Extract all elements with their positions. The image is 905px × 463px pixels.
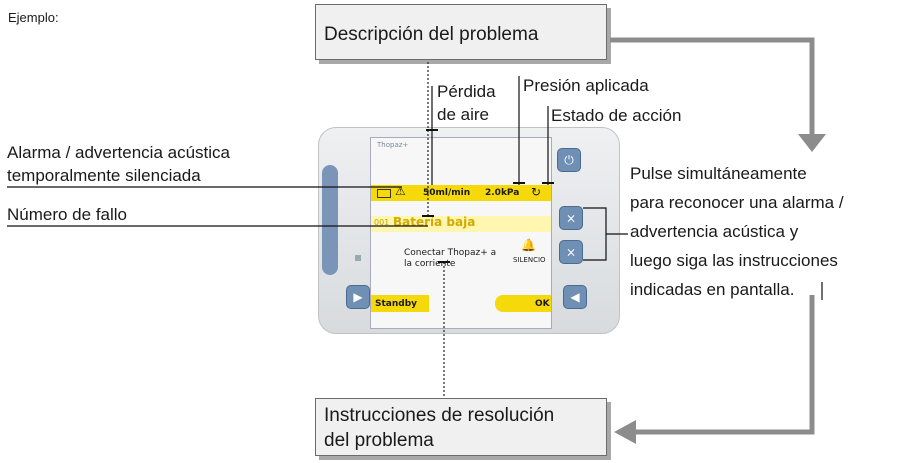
fault-bar: [371, 216, 551, 232]
standby-bar[interactable]: [371, 295, 429, 312]
air-loss-label-line1: Pérdida: [437, 82, 496, 101]
status-bar: [371, 185, 551, 201]
alarm-silenced-label-line2: temporalmente silenciada: [7, 166, 201, 185]
power-button[interactable]: ⏻: [557, 148, 581, 172]
press-instruction-line2: para reconocer una alarma /: [630, 193, 844, 212]
silence-button-top[interactable]: ⨯: [559, 206, 583, 230]
device-indicator-light: [355, 255, 361, 261]
press-instruction-line1: Pulse simultáneamente: [630, 164, 807, 183]
alarm-silenced-label-line1: Alarma / advertencia acústica: [7, 143, 230, 162]
problem-description-box: Descripción del problema: [315, 4, 607, 60]
ok-bar[interactable]: [495, 295, 551, 312]
standby-label[interactable]: Standby: [375, 299, 418, 309]
screen-message-line2: la corriente: [404, 259, 456, 269]
silence-label: SILENCIO: [513, 256, 546, 264]
flow-arrow-top: [610, 37, 815, 138]
ok-label[interactable]: OK: [535, 299, 550, 309]
fault-code: 001: [374, 218, 390, 227]
instructions-text-line1: Instrucciones de resolución: [324, 405, 555, 426]
left-play-button[interactable]: ▶: [346, 285, 370, 309]
screen-message-line1: Conectar Thopaz+ a: [404, 248, 497, 258]
instructions-text-line2: del problema: [324, 430, 434, 451]
silence-button-bottom[interactable]: ⨯: [559, 240, 583, 264]
pressure-value: 2.0kPa: [485, 188, 520, 198]
example-label: Ejemplo:: [8, 10, 59, 25]
action-state-icon: ↻: [531, 185, 542, 199]
press-instruction-line4: luego siga las instrucciones: [630, 251, 838, 270]
press-instruction-line5: indicadas en pantalla.: [630, 280, 795, 299]
flow-arrowhead-bottom: [614, 420, 636, 444]
screen-brand: Thopaz+: [377, 141, 409, 149]
action-state-label: Estado de acción: [551, 106, 682, 125]
flow-value: 50ml/min: [423, 188, 471, 198]
flow-arrow-bottom: [632, 295, 815, 435]
problem-description-text: Descripción del problema: [324, 24, 539, 45]
bell-muted-icon: ⚠: [395, 184, 406, 198]
leader-buttons-bracket: [583, 207, 607, 261]
air-loss-label-line2: de aire: [437, 105, 489, 124]
applied-pressure-label: Presión aplicada: [523, 76, 649, 95]
bell-icon: 🔔: [521, 238, 536, 252]
press-instruction-line3: advertencia acústica y: [630, 222, 799, 241]
device-side-grip: [322, 165, 338, 275]
right-back-button[interactable]: ◀: [563, 285, 587, 309]
flow-arrowhead-top: [798, 134, 826, 152]
instructions-box: Instrucciones de resolución del problema: [315, 398, 607, 456]
device-screen: Thopaz+ ⚠ 50ml/min 2.0kPa ↻ 001 Batería …: [370, 137, 552, 329]
fault-number-label: Número de fallo: [7, 205, 128, 224]
battery-icon: [377, 189, 391, 198]
